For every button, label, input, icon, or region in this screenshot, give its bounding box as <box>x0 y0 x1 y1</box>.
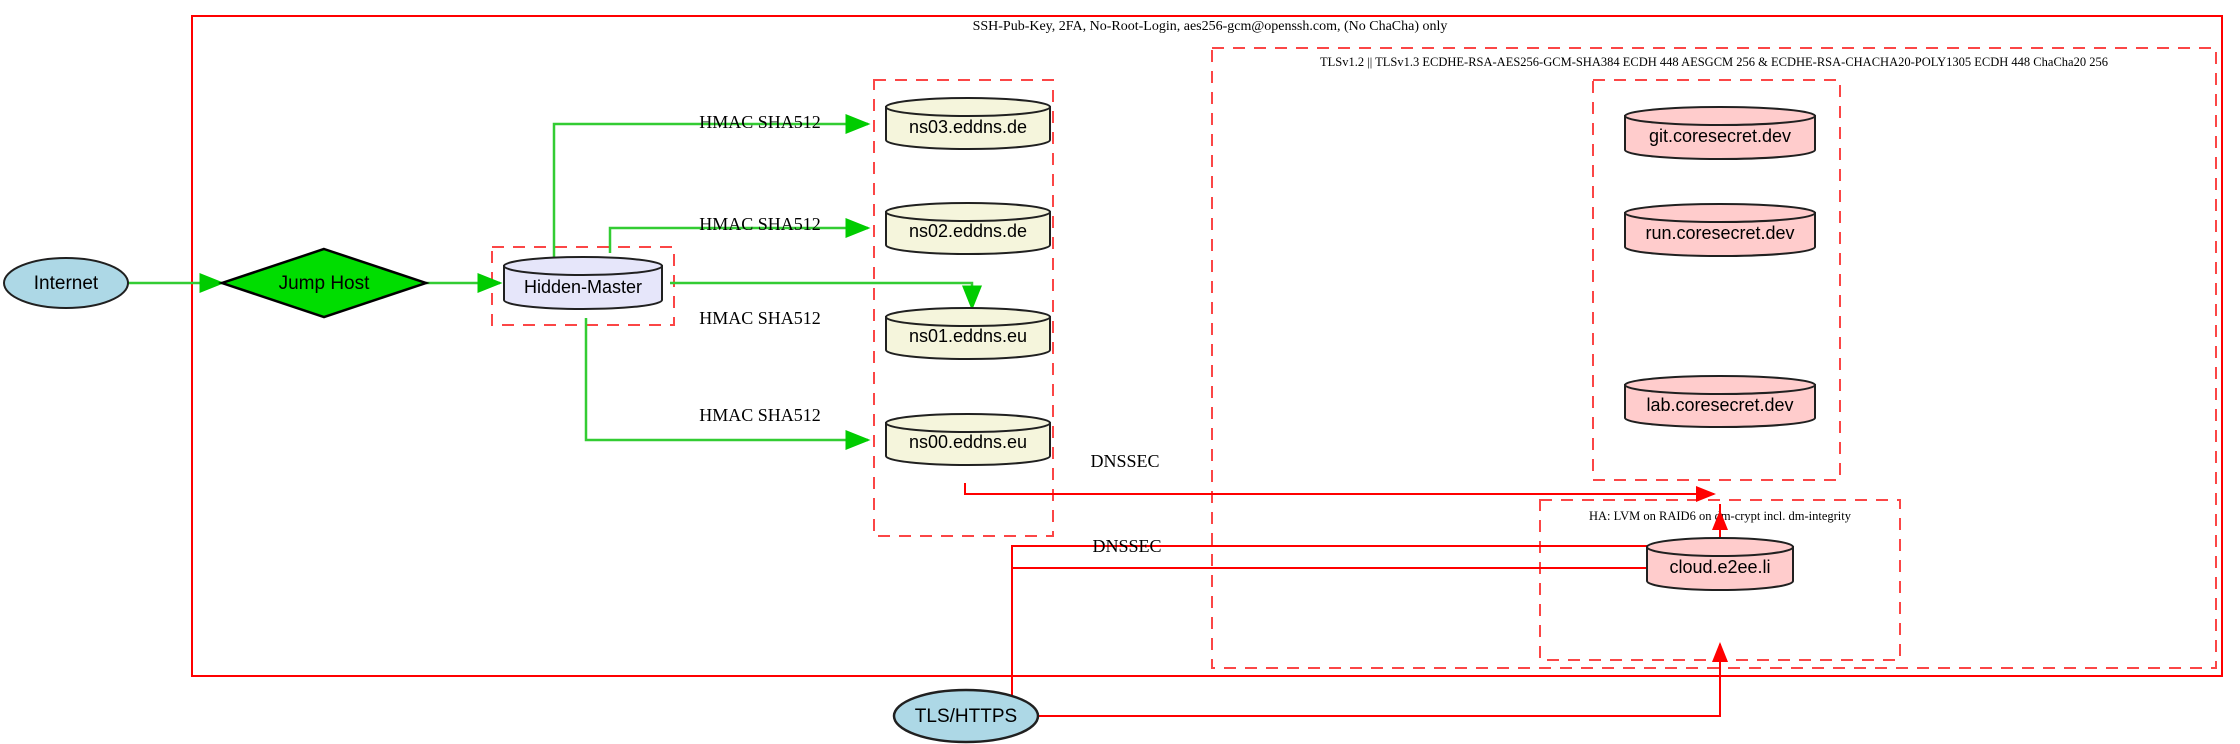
node-cloud-e2ee[interactable]: cloud.e2ee.li <box>1646 537 1794 591</box>
edge-hiddenmaster-to-ns01 <box>670 281 982 311</box>
edge-dnssec-upper <box>964 483 1716 502</box>
node-ns03-body[interactable] <box>885 106 1051 150</box>
node-git-label: git.coresecret.dev <box>1649 126 1791 146</box>
red-edges <box>964 483 1728 717</box>
edge-label-hmac-ns00: HMAC SHA512 <box>699 405 821 425</box>
node-hidden-master-label: Hidden-Master <box>524 277 642 297</box>
node-jump-host[interactable]: Jump Host <box>218 247 430 319</box>
cluster-coresecret <box>1592 79 1841 481</box>
node-run-coresecret[interactable]: run.coresecret.dev <box>1624 203 1816 257</box>
node-ns01[interactable]: ns01.eddns.eu <box>885 307 1051 360</box>
node-git-top <box>1624 106 1816 126</box>
edge-hiddenmaster-to-ns00 <box>584 318 871 450</box>
cluster-nameservers <box>873 79 1054 537</box>
edge-tlshttps-to-ha <box>1038 650 1721 717</box>
node-ns03[interactable]: ns03.eddns.de <box>885 97 1051 150</box>
node-cloud-label: cloud.e2ee.li <box>1669 557 1770 577</box>
cluster-coresecret-border <box>1592 79 1841 481</box>
node-run-label: run.coresecret.dev <box>1645 223 1794 243</box>
node-ns02-label: ns02.eddns.de <box>909 221 1027 241</box>
cluster-ssh-border <box>191 15 2223 677</box>
node-ns00-body[interactable] <box>885 422 1051 466</box>
node-ns02-body[interactable] <box>885 211 1051 255</box>
node-git-coresecret[interactable]: git.coresecret.dev <box>1624 106 1816 160</box>
edge-hiddenmaster-to-ns03 <box>552 114 871 257</box>
node-run-top <box>1624 203 1816 223</box>
edge-hiddenmaster-to-ns02 <box>608 218 871 253</box>
node-hidden-master-body[interactable] <box>503 265 663 310</box>
node-git-body[interactable] <box>1624 115 1816 160</box>
edge-label-hmac-ns03: HMAC SHA512 <box>699 112 821 132</box>
edge-label-dnssec-lower: DNSSEC <box>1092 536 1161 556</box>
node-ns03-label: ns03.eddns.de <box>909 117 1027 137</box>
node-ns00-top <box>885 413 1051 433</box>
node-ns00-label: ns00.eddns.eu <box>909 432 1027 452</box>
node-internet-label: Internet <box>34 273 99 294</box>
node-ns01-body[interactable] <box>885 316 1051 360</box>
node-ns01-top <box>885 307 1051 327</box>
node-hidden-master-top <box>503 256 663 276</box>
edge-label-group: HMAC SHA512 HMAC SHA512 HMAC SHA512 HMAC… <box>699 112 1161 556</box>
node-ns01-label: ns01.eddns.eu <box>909 326 1027 346</box>
node-ns02[interactable]: ns02.eddns.de <box>885 202 1051 255</box>
node-jump-host-label: Jump Host <box>279 273 371 294</box>
green-edges <box>126 114 982 450</box>
node-cloud-body[interactable] <box>1646 546 1794 591</box>
node-lab-top <box>1624 375 1816 395</box>
edge-label-hmac-ns01: HMAC SHA512 <box>699 308 821 328</box>
cluster-tls-label: TLSv1.2 || TLSv1.3 ECDHE-RSA-AES256-GCM-… <box>1320 55 2108 69</box>
edge-label-dnssec-upper: DNSSEC <box>1090 451 1159 471</box>
node-tls-https-shape[interactable] <box>892 688 1040 744</box>
cluster-tls: TLSv1.2 || TLSv1.3 ECDHE-RSA-AES256-GCM-… <box>1211 47 2217 669</box>
node-cloud-top <box>1646 537 1794 557</box>
node-run-body[interactable] <box>1624 212 1816 257</box>
node-jump-host-shape[interactable] <box>218 247 430 319</box>
node-internet-shape[interactable] <box>3 257 129 309</box>
node-ns00[interactable]: ns00.eddns.eu <box>885 413 1051 466</box>
node-ns03-top <box>885 97 1051 117</box>
node-lab-body[interactable] <box>1624 384 1816 428</box>
node-tls-https[interactable]: TLS/HTTPS <box>892 688 1040 744</box>
edge-label-hmac-ns02: HMAC SHA512 <box>699 214 821 234</box>
cluster-hidden-master-border <box>491 246 675 326</box>
node-ns02-top <box>885 202 1051 222</box>
node-lab-coresecret[interactable]: lab.coresecret.dev <box>1624 375 1816 428</box>
node-tls-https-label: TLS/HTTPS <box>915 706 1017 727</box>
cluster-tls-border <box>1211 47 2217 669</box>
cluster-nameservers-border <box>873 79 1054 537</box>
cluster-ssh: SSH-Pub-Key, 2FA, No-Root-Login, aes256-… <box>191 15 2223 677</box>
node-lab-label: lab.coresecret.dev <box>1646 395 1793 415</box>
node-hidden-master[interactable]: Hidden-Master <box>503 256 663 310</box>
cluster-hidden-master <box>491 246 675 326</box>
node-internet[interactable]: Internet <box>3 257 129 309</box>
cluster-ssh-label: SSH-Pub-Key, 2FA, No-Root-Login, aes256-… <box>973 19 1448 34</box>
